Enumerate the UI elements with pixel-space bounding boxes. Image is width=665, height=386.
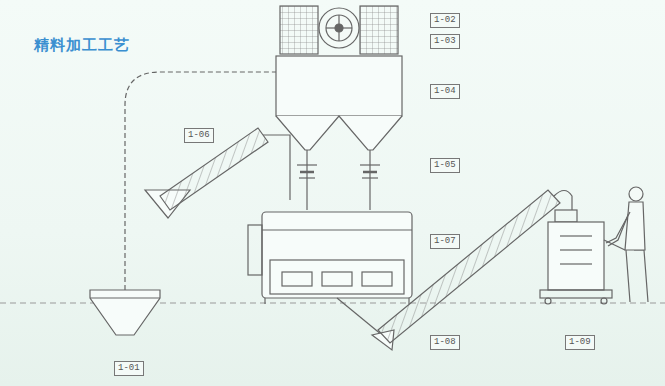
callout-number: 1-04 xyxy=(430,84,460,99)
diagram-title: 精料加工工艺 xyxy=(34,36,130,55)
callout-number: 1-08 xyxy=(430,335,460,350)
callout-number: 1-01 xyxy=(114,361,144,376)
callout-number: 1-03 xyxy=(430,34,460,49)
callout-number: 1-06 xyxy=(184,128,214,143)
callout-number: 1-05 xyxy=(430,158,460,173)
callout-number: 1-02 xyxy=(430,13,460,28)
callout-number: 1-07 xyxy=(430,234,460,249)
callout-number: 1-09 xyxy=(565,335,595,350)
